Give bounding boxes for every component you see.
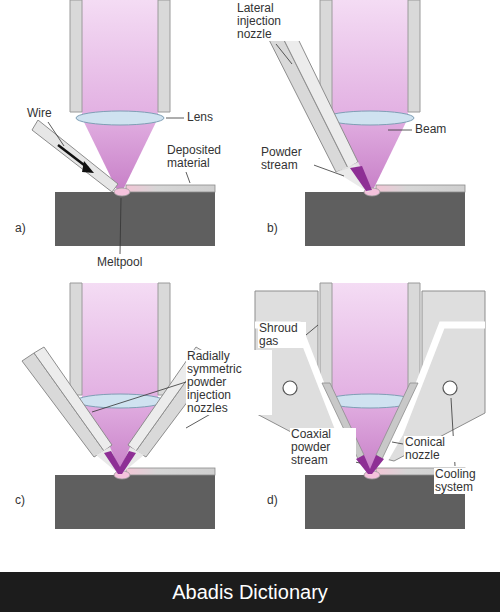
part-label: Conical nozzle bbox=[404, 436, 462, 462]
part-label: d) bbox=[266, 494, 290, 507]
part-label: b) bbox=[266, 222, 290, 235]
part-label: a) bbox=[14, 222, 38, 235]
part-label: Coaxial powder stream bbox=[290, 428, 356, 467]
part-label: Shroud gas bbox=[258, 322, 306, 348]
part-label: Cooling system bbox=[434, 468, 496, 494]
part-label: c) bbox=[14, 494, 38, 507]
watermark-band: Abadis Dictionary bbox=[0, 572, 500, 612]
part-label: Radially symmetric powder injection nozz… bbox=[186, 350, 272, 415]
part-label: Lateral injection nozzle bbox=[236, 2, 312, 41]
part-label: Wire bbox=[26, 107, 68, 120]
part-label: Meltpool bbox=[96, 256, 158, 269]
part-label: Deposited material bbox=[166, 144, 230, 170]
watermark-text: Abadis Dictionary bbox=[172, 581, 328, 604]
part-label: Lens bbox=[186, 111, 228, 124]
part-label: Beam bbox=[414, 123, 460, 136]
leader-lines bbox=[48, 44, 455, 466]
part-label: Powder stream bbox=[260, 146, 314, 172]
